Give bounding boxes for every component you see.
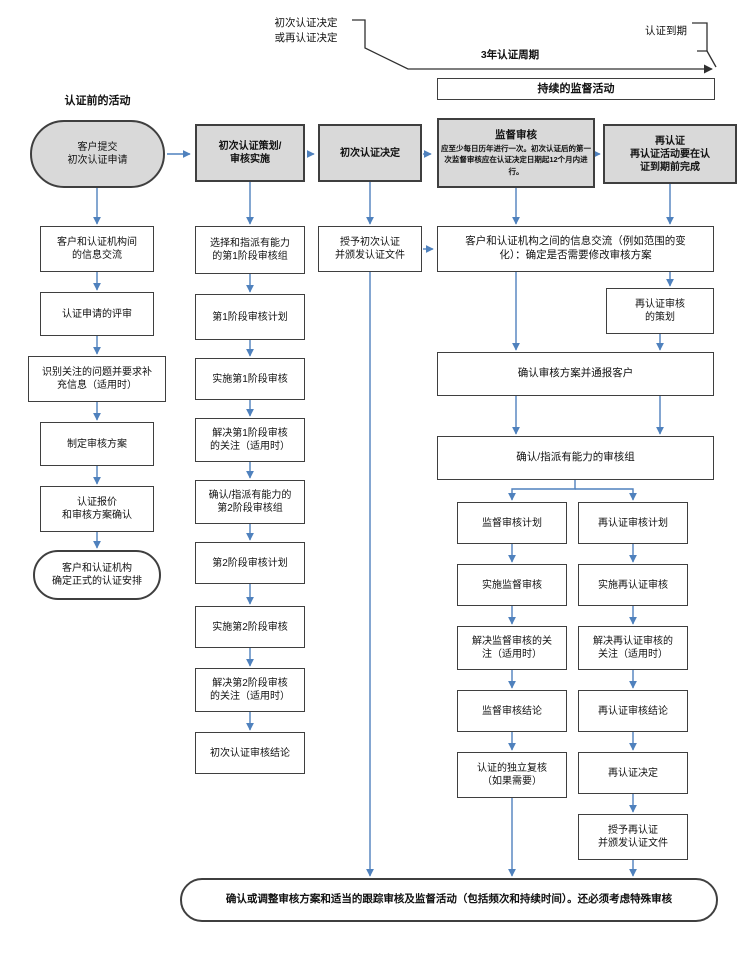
- node-stage1-conduct: 实施第1阶段审核: [195, 358, 305, 400]
- surveillance-header-title: 监督审核: [495, 129, 537, 142]
- node-stage1-resolve: 解决第1阶段审核 的关注（适用时）: [195, 418, 305, 462]
- node-recert-conclusion: 再认证审核结论: [578, 690, 688, 732]
- node-stage2-conduct: 实施第2阶段审核: [195, 606, 305, 648]
- surveillance-header-body: 应至少每日历年进行一次。初次认证后的第一次监督审核应在认证决定日期起12个月内进…: [441, 144, 591, 176]
- node-recert-header: 再认证 再认证活动要在认 证到期前完成: [603, 124, 737, 184]
- node-surveillance-conduct: 实施监督审核: [457, 564, 567, 606]
- node-initial-decision-header: 初次认证决定: [318, 124, 422, 182]
- node-stage2-plan: 第2阶段审核计划: [195, 542, 305, 584]
- node-identify-concerns: 识别关注的问题并要求补 充信息（适用时）: [28, 356, 166, 402]
- node-info-exchange: 客户和认证机构间 的信息交流: [40, 226, 154, 272]
- node-client-apply: 客户提交 初次认证申请: [30, 120, 165, 188]
- node-audit-program: 制定审核方案: [40, 422, 154, 466]
- node-surveillance-conclusion: 监督审核结论: [457, 690, 567, 732]
- node-recert-plan: 再认证审核计划: [578, 502, 688, 544]
- node-confirm-program: 确认审核方案并通报客户: [437, 352, 714, 396]
- node-stage2-team: 确认/指派有能力的 第2阶段审核组: [195, 480, 305, 524]
- timeline-right-label: 认证到期: [645, 24, 687, 37]
- node-recert-conduct: 实施再认证审核: [578, 564, 688, 606]
- timeline-cycle-label: 3年认证周期: [480, 48, 540, 61]
- node-recert-audit-planning: 再认证审核 的策划: [606, 288, 714, 334]
- node-surveillance-resolve: 解决监督审核的关 注（适用时）: [457, 626, 567, 670]
- pre-cert-title: 认证前的活动: [64, 95, 131, 107]
- node-confirm-team: 确认/指派有能力的审核组: [437, 436, 714, 480]
- node-grant-initial-cert: 授予初次认证 并颁发认证文件: [318, 226, 422, 272]
- node-quote-confirm: 认证报价 和审核方案确认: [40, 486, 154, 532]
- node-stage2-resolve: 解决第2阶段审核 的关注（适用时）: [195, 668, 305, 712]
- node-surveillance-header: 监督审核 应至少每日历年进行一次。初次认证后的第一次监督审核应在认证决定日期起1…: [437, 118, 595, 188]
- node-formal-arrangement: 客户和认证机构 确定正式的认证安排: [33, 550, 161, 600]
- node-select-stage1-team: 选择和指派有能力 的第1阶段审核组: [195, 226, 305, 274]
- surveillance-banner: 持续的监督活动: [437, 78, 715, 100]
- node-recert-decision: 再认证决定: [578, 752, 688, 794]
- node-surveillance-plan: 监督审核计划: [457, 502, 567, 544]
- node-client-cb-info-exchange: 客户和认证机构之间的信息交流（例如范围的变 化）：确定是否需要修改审核方案: [437, 226, 714, 272]
- node-application-review: 认证申请的评审: [40, 292, 154, 336]
- node-initial-audit-conclusion: 初次认证审核结论: [195, 732, 305, 774]
- node-initial-planning-header: 初次认证策划/ 审核实施: [195, 124, 305, 182]
- node-bottom-confirm-adjust: 确认或调整审核方案和适当的跟踪审核及监督活动（包括频次和持续时间）。还必须考虑特…: [180, 878, 718, 922]
- node-stage1-plan: 第1阶段审核计划: [195, 294, 305, 340]
- node-grant-recert: 授予再认证 并颁发认证文件: [578, 814, 688, 860]
- timeline-left-label: 初次认证决定 或再认证决定: [274, 17, 338, 44]
- node-recert-resolve: 解决再认证审核的 关注（适用时）: [578, 626, 688, 670]
- node-independent-review: 认证的独立复核 （如果需要）: [457, 752, 567, 798]
